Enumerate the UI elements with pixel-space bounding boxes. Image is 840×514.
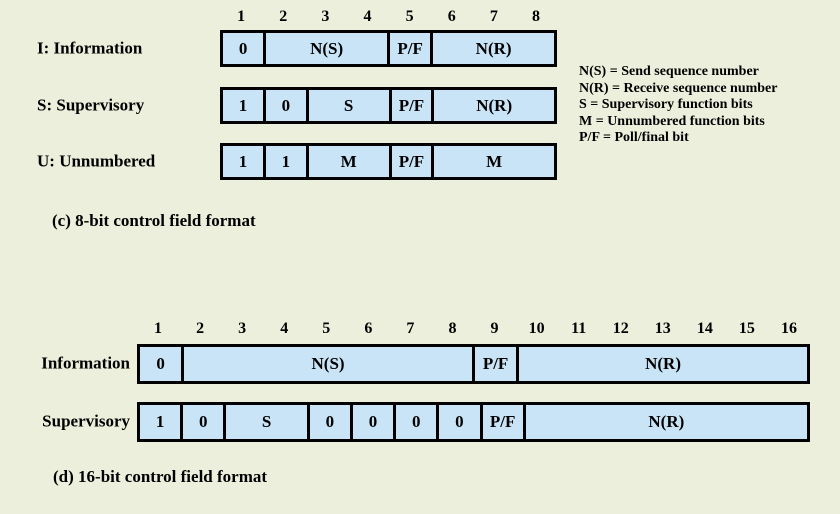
bit-field-cell: 0 (183, 405, 227, 439)
bit-field-cell: N(S) (184, 347, 475, 381)
bit-field-cell: M (486, 151, 503, 171)
bit-number: 13 (654, 320, 671, 337)
bit-number: 10 (528, 320, 545, 337)
bit-field-cell: P/F (475, 347, 520, 381)
bit-field-cell: N(R) (648, 412, 685, 431)
bit-field-cell: 0 (353, 405, 397, 439)
row-label: Supervisory (42, 411, 130, 431)
bit-number: 4 (280, 320, 289, 337)
caption-16bit: (d) 16-bit control field format (53, 467, 268, 486)
bit-field-cell: P/F (483, 405, 526, 439)
bit-field-cell: 0 (310, 405, 353, 439)
bit-field-cell: N(R) (475, 38, 512, 58)
bit-field-cell: 1 (140, 405, 184, 439)
bit-field-cell: S (226, 405, 310, 439)
bit-field-cell: N(R) (476, 95, 513, 115)
bit-field-cell: 1 (223, 146, 266, 177)
bit-number: 8 (531, 8, 540, 25)
legend-line: N(S) = Send sequence number (579, 64, 759, 79)
bit-number: 16 (780, 320, 797, 337)
bit-field-cell: 0 (223, 33, 267, 64)
bit-numbers-8bit: 1 2 3 4 5 6 7 8 (220, 6, 557, 28)
bit-number: 12 (612, 320, 629, 337)
bit-field-cell: P/F (390, 33, 434, 64)
bit-field-cell: 0 (439, 405, 483, 439)
bit-field-cell: 0 (140, 347, 185, 381)
bit-field-cell: M (309, 146, 392, 177)
row-label: Information (41, 353, 130, 373)
bit-field-cell: N(S) (266, 33, 390, 64)
bit-field-cell: 0 (396, 405, 440, 439)
bit-number: 11 (571, 320, 587, 337)
bit-field-cell: 1 (223, 90, 266, 121)
row-label: I: Information (37, 38, 143, 58)
legend-line: M = Unnumbered function bits (579, 113, 765, 129)
bit-number: 6 (447, 8, 456, 25)
bit-field-cell: P/F (392, 90, 435, 121)
bit-field-cell: 0 (266, 90, 309, 121)
bit-field-cell: S (309, 90, 392, 121)
bit-field-cell: 1 (266, 146, 309, 177)
bit-number: 1 (154, 320, 163, 337)
bit-number: 3 (238, 320, 247, 337)
legend-line: P/F = Poll/final bit (579, 130, 689, 145)
bit-number: 4 (363, 8, 372, 25)
bit-number: 5 (405, 8, 414, 25)
bit-number: 14 (696, 320, 713, 337)
bit-number: 7 (406, 320, 415, 337)
caption-8bit: (c) 8-bit control field format (52, 211, 256, 230)
row-label: S: Supervisory (37, 95, 145, 115)
bit-number: 8 (448, 320, 457, 337)
legend-line: S = Supervisory function bits (579, 97, 753, 112)
bit-number: 3 (321, 8, 330, 25)
bit-number: 1 (237, 8, 246, 25)
bit-number: 7 (489, 8, 498, 25)
bit-number: 2 (196, 320, 205, 337)
bit-field-cell: P/F (392, 146, 435, 177)
bit-number: 6 (364, 320, 373, 337)
bit-number: 9 (490, 320, 499, 337)
bit-field-cell: N(R) (645, 354, 681, 373)
row-label: U: Unnumbered (37, 151, 156, 171)
bit-number: 2 (279, 8, 288, 25)
bit-number: 15 (738, 320, 755, 337)
legend-line: N(R) = Receive sequence number (579, 80, 778, 96)
bit-number: 5 (322, 320, 331, 337)
